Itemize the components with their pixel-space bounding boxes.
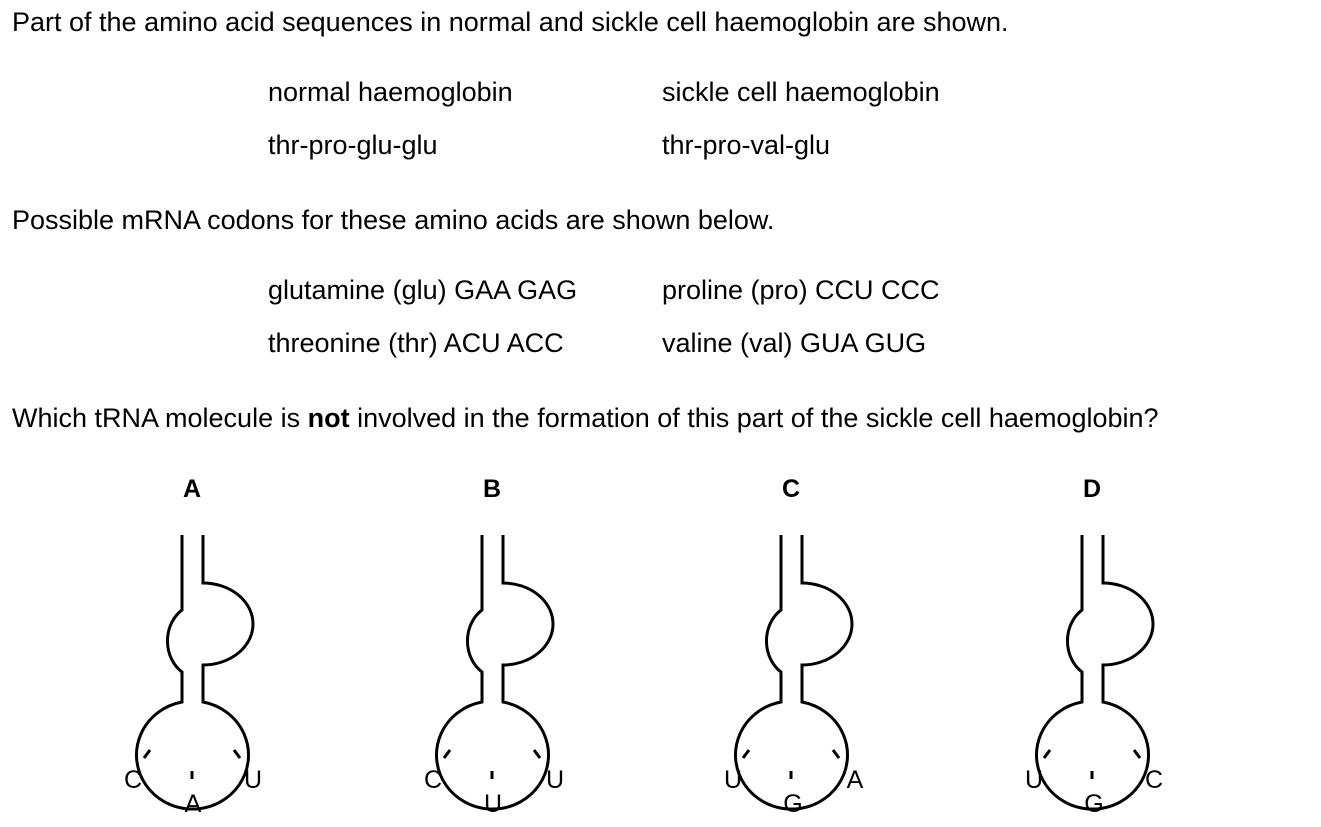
base-left: C	[424, 766, 442, 794]
base-right: A	[847, 766, 864, 794]
trna-option-a[interactable]: C A U	[72, 520, 312, 820]
trna-diagram: U G C	[1025, 535, 1163, 818]
question-emphasis: not	[307, 403, 350, 433]
option-c-label[interactable]: C	[781, 475, 801, 503]
trna-option-c[interactable]: U G A	[671, 520, 911, 820]
sickle-sequence: thr-pro-val-glu	[662, 130, 831, 160]
base-middle: A	[185, 790, 202, 818]
normal-heading: normal haemoglobin	[268, 77, 513, 107]
option-a-label[interactable]: A	[182, 475, 202, 503]
trna-diagram: U G A	[724, 535, 864, 818]
normal-sequence: thr-pro-glu-glu	[268, 130, 438, 160]
base-right: U	[244, 766, 262, 794]
base-left: U	[724, 766, 742, 794]
intro-text: Part of the amino acid sequences in norm…	[12, 7, 1009, 37]
codon-thr: threonine (thr) ACU ACC	[268, 328, 564, 358]
base-right: C	[1145, 766, 1163, 794]
base-left: C	[124, 766, 142, 794]
option-d-label[interactable]: D	[1082, 475, 1102, 503]
codons-intro: Possible mRNA codons for these amino aci…	[12, 205, 775, 235]
base-middle: U	[484, 790, 502, 818]
trna-option-d[interactable]: U G C	[972, 520, 1212, 820]
option-b-label[interactable]: B	[482, 475, 502, 503]
codon-val: valine (val) GUA GUG	[662, 328, 927, 358]
trna-diagram: C A U	[124, 535, 262, 818]
trna-option-b[interactable]: C U U	[372, 520, 612, 820]
question-after: involved in the formation of this part o…	[349, 403, 1159, 433]
question-before: Which tRNA molecule is	[12, 403, 308, 433]
sickle-heading: sickle cell haemoglobin	[662, 77, 940, 107]
trna-diagram: C U U	[424, 535, 564, 818]
base-right: U	[546, 766, 564, 794]
codon-pro: proline (pro) CCU CCC	[662, 275, 940, 305]
codon-glu: glutamine (glu) GAA GAG	[268, 275, 578, 305]
base-left: U	[1025, 766, 1043, 794]
base-middle: G	[783, 790, 802, 818]
question-text: Which tRNA molecule is not involved in t…	[12, 402, 1159, 434]
base-middle: G	[1084, 790, 1103, 818]
